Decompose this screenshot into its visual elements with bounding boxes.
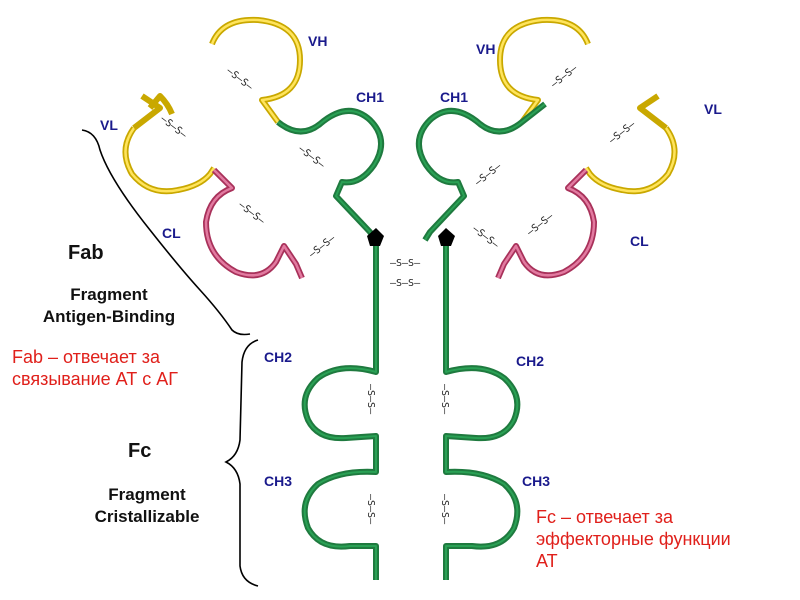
fc-full-name: Fragment Cristallizable bbox=[52, 484, 242, 528]
fc-note-line3: АТ bbox=[536, 551, 558, 571]
fc-full-name-line1: Fragment bbox=[108, 485, 186, 504]
fab-abbreviation: Fab bbox=[68, 242, 104, 264]
domain-label-ch1: CH1 bbox=[440, 89, 468, 105]
disulfide-bond: –S–S– bbox=[439, 384, 450, 415]
left-hinge-marker bbox=[367, 228, 384, 246]
domain-label-ch2: CH2 bbox=[516, 353, 544, 369]
fab-note-line1: Fab – отвечает за bbox=[12, 347, 160, 367]
domain-label-cl: CL bbox=[162, 225, 181, 241]
disulfide-bond: –S–S– bbox=[473, 161, 504, 189]
fab-full-name-line1: Fragment bbox=[70, 285, 148, 304]
domain-labels: VH VH VL VL CH1 CH1 CL CL CH2 CH2 CH3 CH… bbox=[100, 33, 722, 489]
domain-label-ch1: CH1 bbox=[356, 89, 384, 105]
domain-label-vh: VH bbox=[308, 33, 327, 49]
disulfide-bond: –S–S– bbox=[525, 211, 556, 239]
left-light-chain bbox=[122, 93, 305, 280]
domain-label-vh: VH bbox=[476, 41, 495, 57]
disulfide-bond: –S–S– bbox=[296, 144, 327, 172]
fc-note-line1: Fc – отвечает за bbox=[536, 507, 673, 527]
left-heavy-chain bbox=[209, 16, 384, 580]
fc-note-line2: эффекторные функции bbox=[536, 529, 731, 549]
disulfide-bond: –S–S– bbox=[365, 494, 376, 525]
disulfide-bond: –S–S– bbox=[470, 224, 501, 252]
disulfide-bond: –S–S– bbox=[365, 384, 376, 415]
interchain-disulfide-bond: –S–S– bbox=[390, 258, 421, 269]
fc-brace bbox=[224, 339, 259, 587]
fab-full-name: Fragment Antigen-Binding bbox=[14, 284, 204, 328]
domain-label-vl: VL bbox=[704, 101, 722, 117]
right-light-chain bbox=[495, 93, 678, 280]
domain-label-cl: CL bbox=[630, 233, 649, 249]
domain-label-ch3: CH3 bbox=[522, 473, 550, 489]
domain-label-ch3: CH3 bbox=[264, 473, 292, 489]
disulfide-bond: –S–S– bbox=[439, 494, 450, 525]
disulfide-bond: –S–S– bbox=[236, 200, 267, 228]
disulfide-bond: –S–S– bbox=[307, 233, 338, 261]
disulfide-bond: –S–S– bbox=[549, 63, 580, 91]
right-heavy-chain bbox=[416, 16, 591, 580]
disulfide-bond: –S–S– bbox=[607, 119, 638, 147]
fc-function-note: Fc – отвечает за эффекторные функции АТ bbox=[536, 506, 731, 572]
right-hinge-marker bbox=[438, 228, 455, 246]
fab-note-line2: связывание АТ с АГ bbox=[12, 369, 179, 389]
fc-full-name-line2: Cristallizable bbox=[94, 507, 200, 526]
disulfide-bonds: –S–S– –S–S– –S–S– –S–S– –S–S– –S–S– –S–S… bbox=[158, 63, 638, 526]
fab-function-note: Fab – отвечает за связывание АТ с АГ bbox=[12, 346, 178, 390]
domain-label-vl: VL bbox=[100, 117, 118, 133]
disulfide-bond: –S–S– bbox=[158, 114, 189, 142]
fc-abbreviation: Fc bbox=[128, 440, 152, 462]
domain-label-ch2: CH2 bbox=[264, 349, 292, 365]
fab-brace bbox=[81, 129, 251, 336]
interchain-disulfide-bond: –S–S– bbox=[390, 278, 421, 289]
disulfide-bond: –S–S– bbox=[224, 66, 255, 94]
fab-full-name-line2: Antigen-Binding bbox=[42, 307, 176, 326]
